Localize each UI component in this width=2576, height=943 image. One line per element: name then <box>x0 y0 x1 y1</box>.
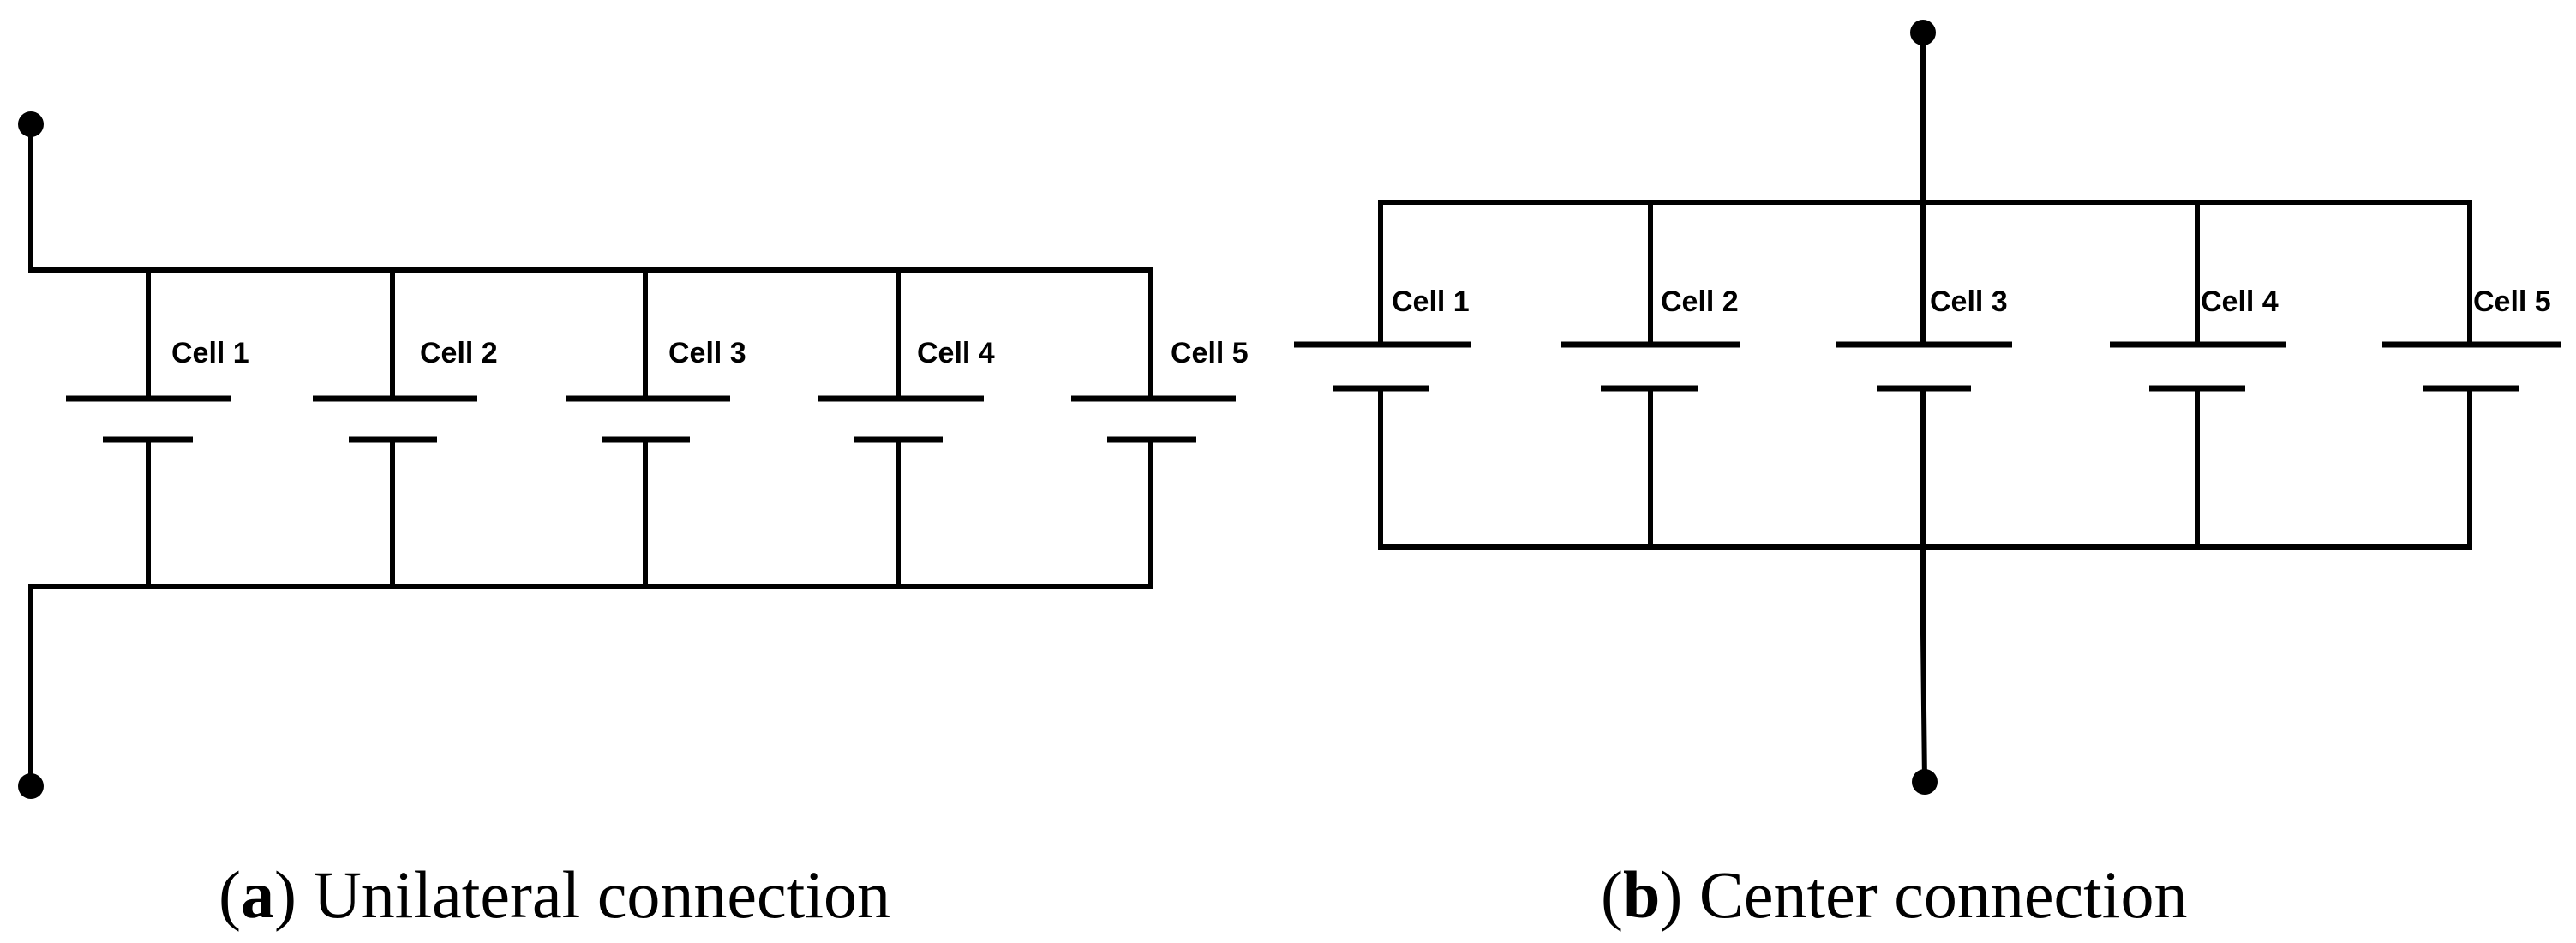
bottom-bus-wire <box>28 440 1153 786</box>
cell-4-label: Cell 4 <box>2201 285 2279 318</box>
cell-1: Cell 1 <box>1294 285 1471 392</box>
cell-4: Cell 4 <box>2110 202 2286 547</box>
cell-3-label: Cell 3 <box>668 337 746 369</box>
cell-5-label: Cell 5 <box>2473 285 2551 318</box>
bottom-center-lead-wire <box>1920 388 1927 783</box>
cell-2-label: Cell 2 <box>1661 285 1739 318</box>
cell-2-label: Cell 2 <box>420 337 498 369</box>
negative-terminal <box>18 773 44 799</box>
top-bus-wire <box>1378 200 2472 345</box>
cell-3: Cell 3 <box>566 270 746 586</box>
top-lead-wire <box>28 124 1153 399</box>
caption-b: (b) Center connection <box>1601 857 2187 932</box>
cell-5: Cell 5 <box>2382 285 2561 392</box>
cell-2: Cell 2 <box>1561 202 1740 547</box>
cell-1-label: Cell 1 <box>171 337 249 369</box>
cell-5: Cell 5 <box>1071 337 1249 443</box>
cell-3: Cell 3 <box>1836 285 2012 392</box>
caption-a: (a) Unilateral connection <box>219 857 890 932</box>
cell-4: Cell 4 <box>818 270 995 586</box>
diagram-unilateral: Cell 1 Cell 2 Cell 3 Cell 4 <box>18 111 1249 932</box>
cell-1: Cell 1 <box>66 270 249 586</box>
cell-2: Cell 2 <box>313 270 498 586</box>
cell-3-label: Cell 3 <box>1930 285 2008 318</box>
cell-4-label: Cell 4 <box>917 337 995 369</box>
cell-1-label: Cell 1 <box>1392 285 1470 318</box>
negative-terminal <box>1912 769 1938 795</box>
diagram-center: Cell 1 Cell 2 Cell 3 Cell 4 Cell <box>1294 20 2561 932</box>
cell-5-label: Cell 5 <box>1171 337 1249 369</box>
